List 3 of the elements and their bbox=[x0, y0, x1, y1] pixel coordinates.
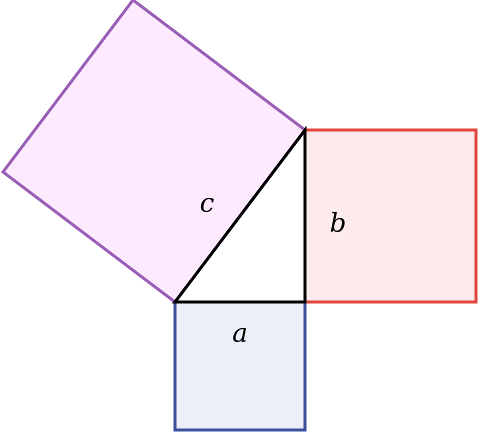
side-label: a bbox=[233, 328, 246, 342]
side-label: b bbox=[330, 212, 345, 232]
side-label: c bbox=[200, 198, 214, 212]
